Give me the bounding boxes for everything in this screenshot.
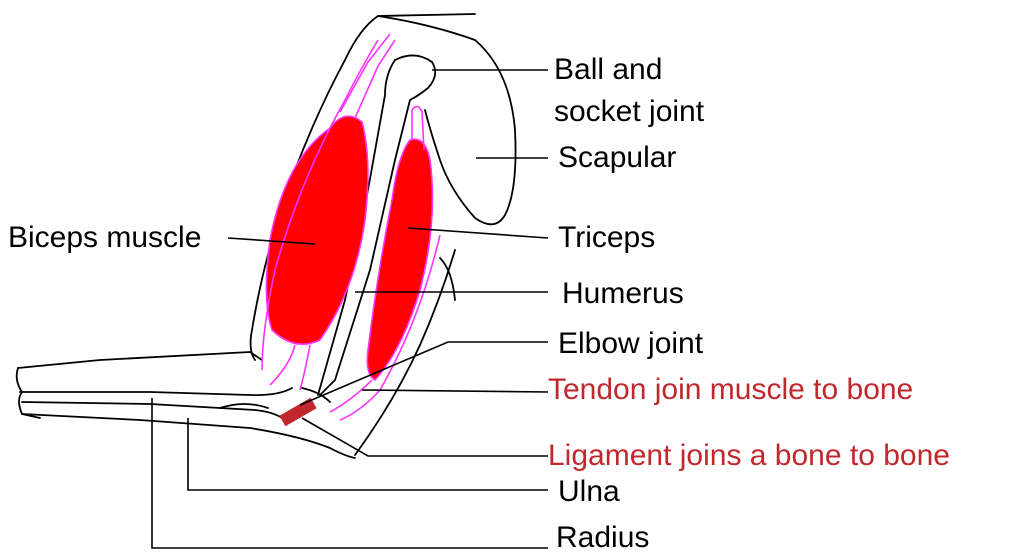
radius-bone <box>20 388 292 395</box>
label-triceps: Triceps <box>558 220 655 256</box>
label-scapular: Scapular <box>558 140 676 176</box>
leader-ligament <box>302 418 548 456</box>
label-ligament: Ligament joins a bone to bone <box>548 438 950 474</box>
label-ulna: Ulna <box>558 474 620 510</box>
label-humerus: Humerus <box>562 276 684 312</box>
label-elbow: Elbow joint <box>558 326 703 362</box>
label-radius: Radius <box>556 520 649 555</box>
biceps-muscle <box>266 116 367 344</box>
leader-ulna <box>188 418 548 490</box>
leader-radius <box>152 398 548 548</box>
elbow-contour <box>440 258 455 300</box>
ligament-band <box>279 398 316 426</box>
triceps-muscle <box>367 139 432 380</box>
forearm-top <box>18 352 262 368</box>
label-tendon: Tendon join muscle to bone <box>548 372 913 408</box>
label-ball-socket-2: socket joint <box>554 94 704 130</box>
biceps-tendon-bottom <box>270 345 310 390</box>
label-ball-socket-1: Ball and <box>554 52 662 88</box>
forearm-left-end <box>17 368 40 418</box>
leader-tendon <box>362 390 548 392</box>
label-biceps: Biceps muscle <box>8 220 201 256</box>
